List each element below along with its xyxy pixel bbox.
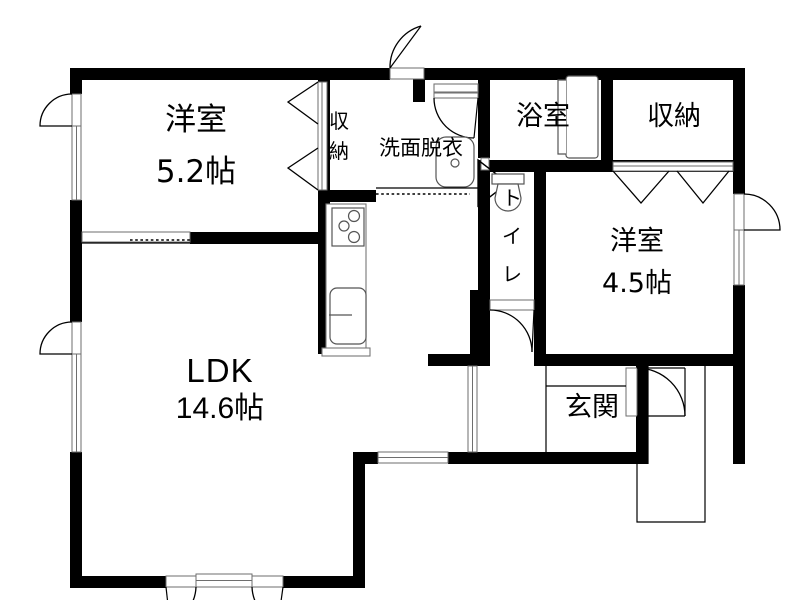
washing-machine-space bbox=[433, 83, 479, 93]
space-label-closet-left-char-1: 収 bbox=[329, 109, 349, 133]
room-label-washitsu-5-2-name: 洋室 bbox=[165, 102, 227, 138]
room-label-ldk-area: 14.6帖 bbox=[176, 392, 264, 425]
kitchen-top-track bbox=[376, 187, 478, 195]
window-left-lower[interactable] bbox=[39, 321, 82, 453]
entrance-hinged-door[interactable] bbox=[625, 367, 686, 417]
space-label-toilet-char-2: イ bbox=[502, 224, 522, 248]
room-label-washitsu-4-5-name: 洋室 bbox=[610, 226, 664, 257]
bifold-closet-door-right[interactable] bbox=[612, 161, 734, 205]
washbasin bbox=[435, 136, 475, 188]
space-label-bathroom: 浴室 bbox=[516, 101, 570, 132]
hall-sliding-partition[interactable] bbox=[467, 290, 478, 453]
room-label-ldk-name: LDK bbox=[186, 352, 253, 389]
space-label-closet-left-char-2: 納 bbox=[329, 139, 349, 163]
room-label-washitsu-4-5-area: 4.5帖 bbox=[602, 268, 672, 299]
space-label-washroom: 洗面脱衣 bbox=[379, 136, 463, 160]
space-label-toilet-char-1: ト bbox=[502, 186, 522, 210]
hinged-door-top[interactable] bbox=[389, 25, 425, 80]
double-french-door[interactable] bbox=[165, 573, 284, 600]
toilet-hinged-door[interactable] bbox=[489, 299, 535, 353]
space-label-toilet-char-3: レ bbox=[502, 262, 522, 286]
bathtub bbox=[557, 75, 599, 159]
window-right[interactable] bbox=[733, 193, 781, 286]
entrance-porch bbox=[636, 366, 706, 523]
space-label-entrance: 玄関 bbox=[565, 392, 619, 423]
kitchen-sink bbox=[329, 287, 367, 345]
room-label-washitsu-5-2-area: 5.2帖 bbox=[156, 154, 236, 190]
space-labels: 収 納 洗面脱衣 浴室 収納 ト イ レ 玄関 bbox=[329, 101, 701, 423]
gas-stove-3-burner bbox=[331, 207, 365, 247]
corridor-sliding-panel[interactable] bbox=[377, 451, 449, 464]
kitchen-counter bbox=[321, 203, 371, 357]
window-left-upper[interactable] bbox=[39, 93, 82, 201]
entrance-step bbox=[545, 366, 626, 452]
bifold-closet-door-left[interactable] bbox=[286, 81, 328, 191]
toilet-bowl bbox=[491, 173, 525, 212]
washroom-hinged-door[interactable] bbox=[433, 87, 479, 139]
room-labels: 洋室 5.2帖 LDK 14.6帖 洋室 4.5帖 bbox=[156, 102, 672, 425]
sliding-door[interactable] bbox=[81, 231, 282, 244]
space-label-closet-right: 収納 bbox=[647, 101, 701, 132]
